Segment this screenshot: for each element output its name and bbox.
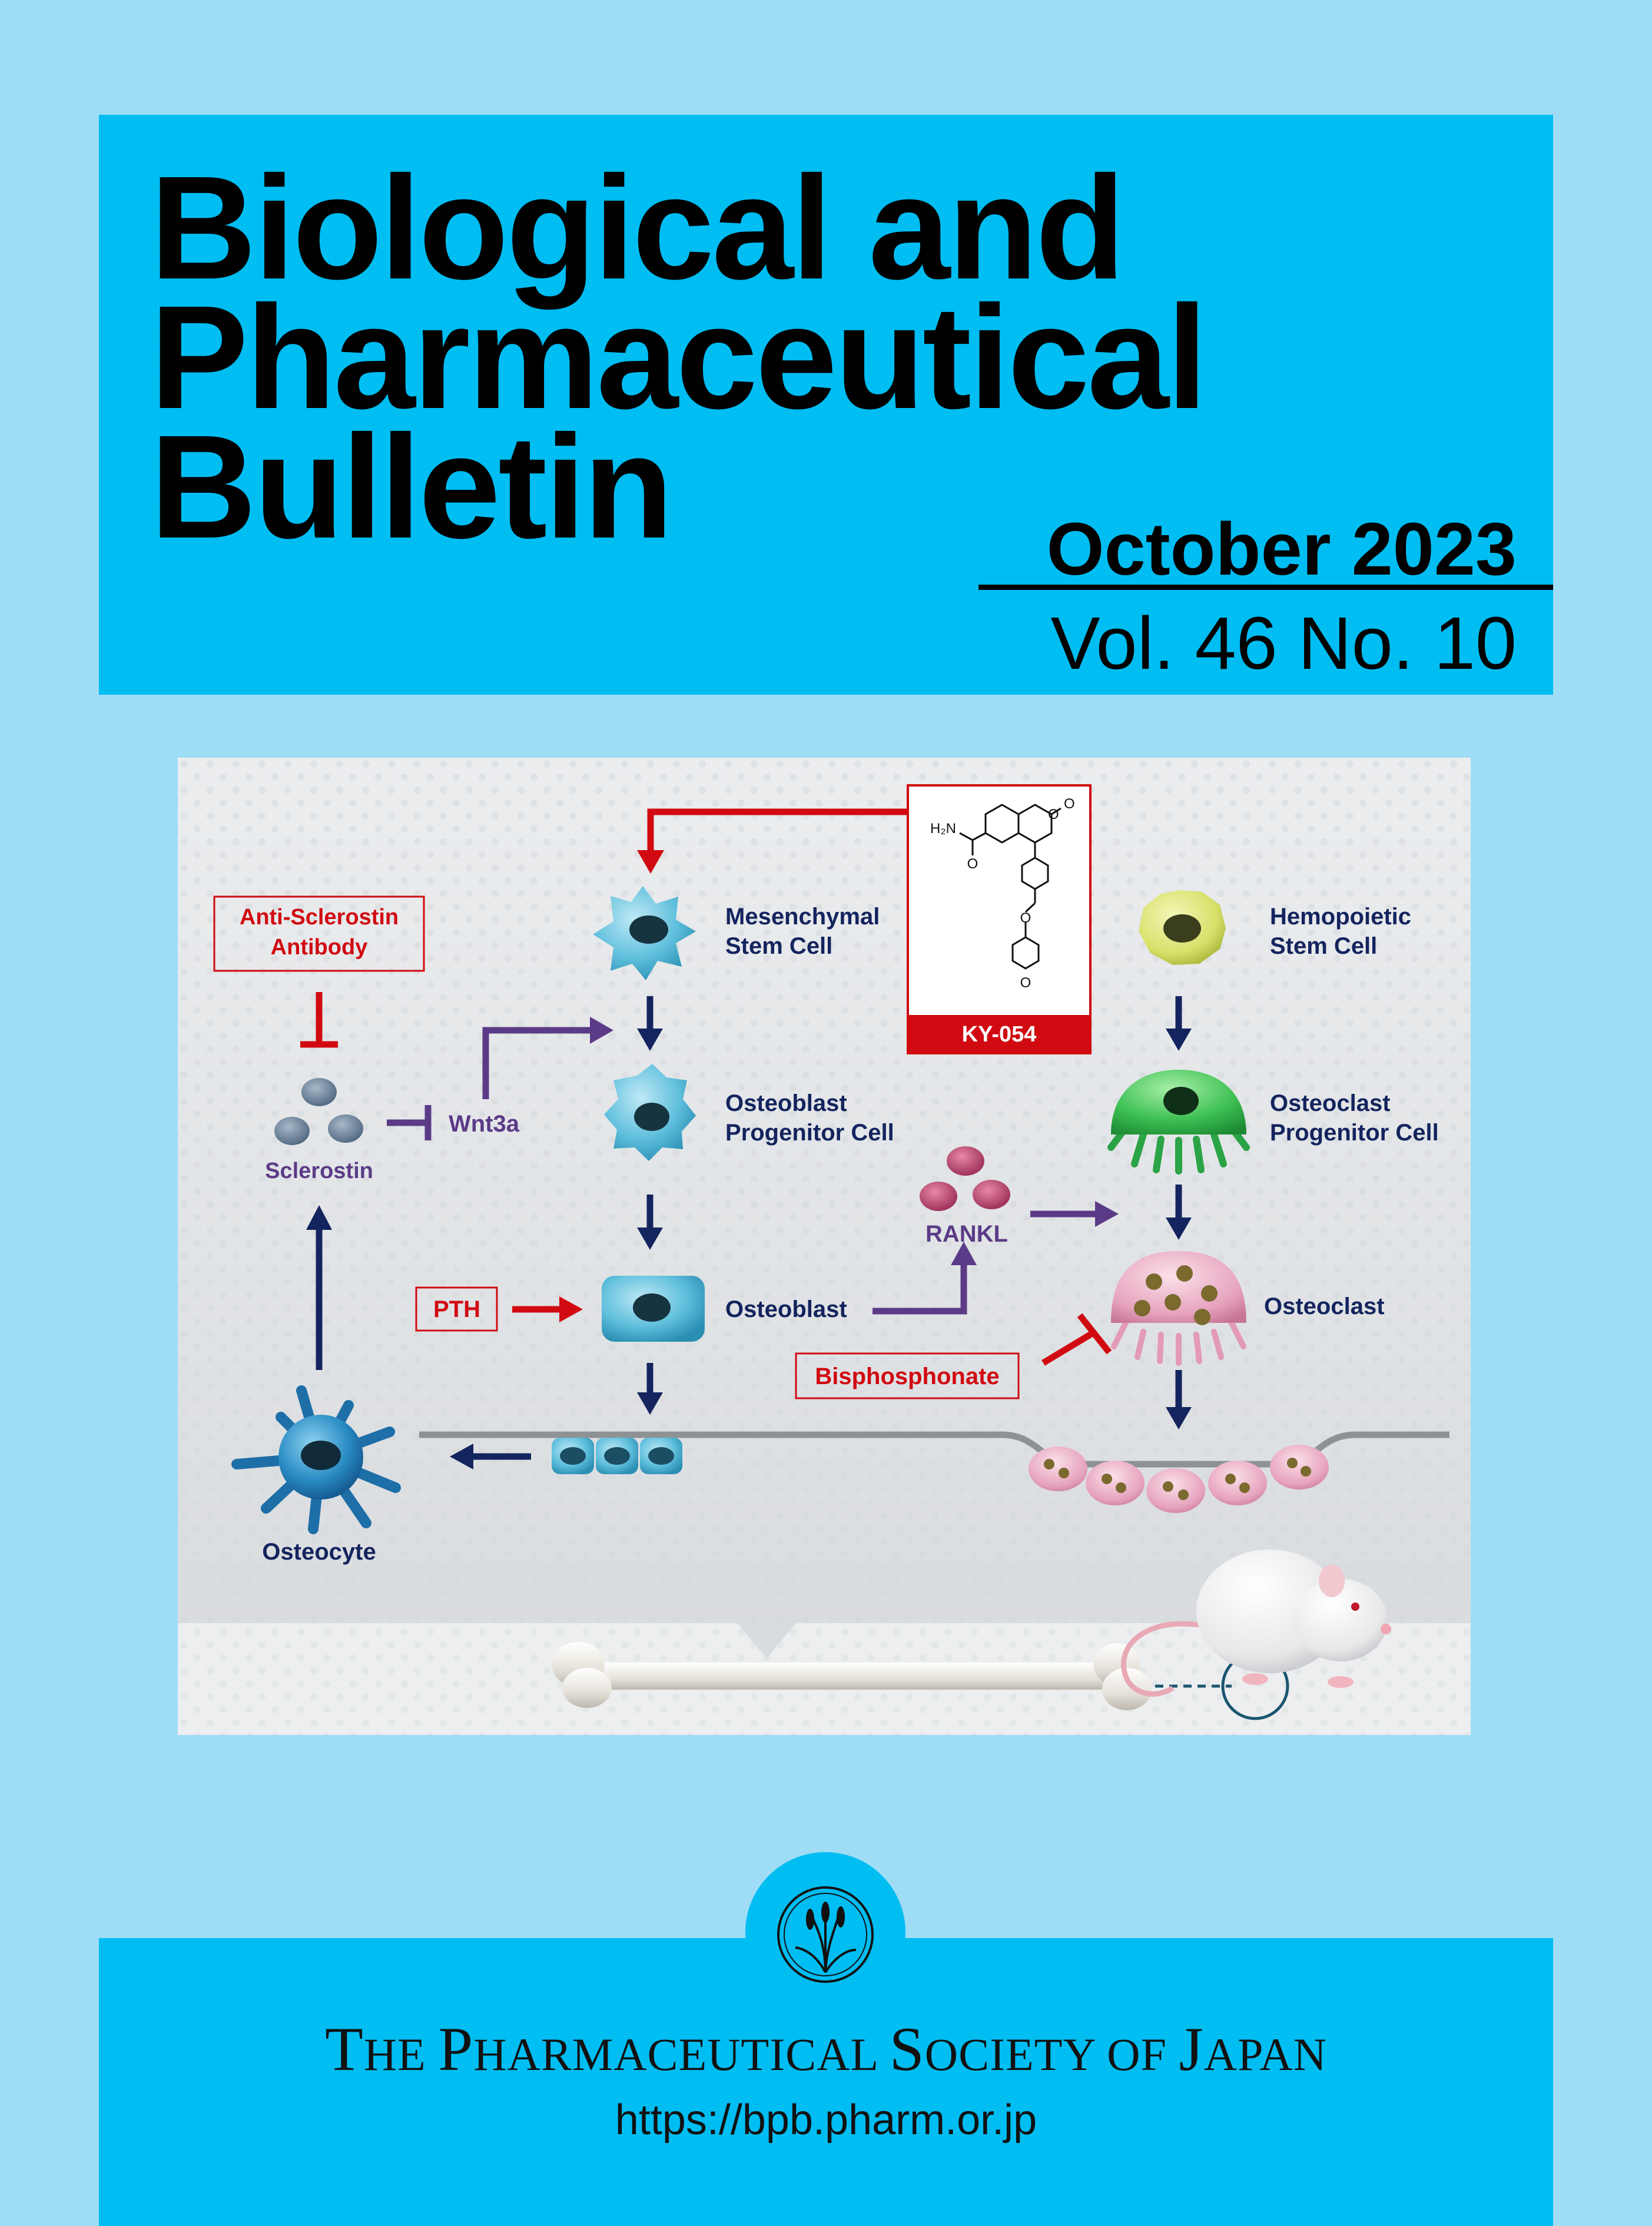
journal-title-line-3: Bulletin: [150, 404, 674, 569]
sclerostin-label: Sclerostin: [265, 1159, 373, 1183]
osteoclast-label: Osteoclast: [1264, 1293, 1385, 1319]
osteoclast-cell: [1111, 1251, 1246, 1366]
journal-title-line-1: Biological and: [150, 145, 1125, 310]
osteoclast-progenitor-label-2: Progenitor Cell: [1270, 1120, 1439, 1146]
publisher-name: THE PHARMACEUTICAL SOCIETY OF JAPAN: [325, 2015, 1327, 2084]
wnt3a-label: Wnt3a: [449, 1111, 520, 1137]
hemopoietic-stem-cell: [1139, 890, 1226, 965]
osteoblast-cell: [602, 1276, 705, 1342]
mesenchymal-stem-cell: [593, 886, 696, 980]
osteocyte-cell: [231, 1385, 401, 1534]
header-band: [99, 115, 1553, 695]
cover-figure: Anti-Sclerostin Antibody Sclerostin Wnt3…: [178, 758, 1471, 1735]
bisphosphonate-label: Bisphosphonate: [815, 1364, 999, 1389]
journal-title-line-2: Pharmaceutical: [150, 275, 1208, 439]
chem-label-o1: O: [1064, 796, 1075, 812]
hemopoietic-label-2: Stem Cell: [1270, 933, 1377, 959]
issue-date: October 2023: [1046, 507, 1517, 590]
osteocyte-label: Osteocyte: [262, 1539, 376, 1565]
hemopoietic-label: Hemopoietic: [1270, 904, 1411, 930]
chem-label-o5: O: [1020, 975, 1031, 991]
pth-label: PTH: [433, 1296, 480, 1322]
osteoblast-progenitor-label-2: Progenitor Cell: [725, 1120, 894, 1146]
resorbing-osteoclasts: [1029, 1445, 1329, 1513]
journal-url-link[interactable]: https://bpb.pharm.or.jp: [615, 2096, 1037, 2144]
issue-volume: Vol. 46 No. 10: [1050, 602, 1517, 685]
mesenchymal-label-2: Stem Cell: [725, 933, 832, 959]
sclerostin-molecule: [274, 1078, 363, 1145]
footer-band: [99, 1938, 1553, 2226]
rankl-label: RANKL: [925, 1221, 1008, 1247]
chem-label-o3: O: [967, 856, 978, 872]
osteoclast-progenitor-cell: [1107, 1070, 1250, 1175]
osteoclast-progenitor-label: Osteoclast: [1270, 1090, 1391, 1116]
issue-divider: [978, 585, 1553, 590]
bone-lining-cells: [552, 1438, 682, 1474]
chem-label-o2: O: [1048, 807, 1059, 822]
osteoblast-progenitor-cell: [604, 1064, 696, 1161]
compound-label: KY-054: [962, 1022, 1037, 1047]
rankl-molecule: [920, 1146, 1010, 1211]
chem-label-nh2: H₂N: [930, 821, 956, 837]
anti-sclerostin-label-2: Antibody: [271, 935, 368, 960]
osteoblast-label: Osteoblast: [725, 1296, 847, 1322]
osteoblast-progenitor-label: Osteoblast: [725, 1090, 847, 1116]
femur-bone: [552, 1642, 1152, 1710]
ky054-structure: [959, 804, 1061, 970]
rat-illustration: [1121, 1550, 1391, 1697]
chem-label-o4: O: [1020, 910, 1031, 926]
mesenchymal-label: Mesenchymal: [725, 904, 880, 930]
society-emblem-icon: [777, 1886, 874, 1983]
anti-sclerostin-label: Anti-Sclerostin: [240, 905, 399, 930]
